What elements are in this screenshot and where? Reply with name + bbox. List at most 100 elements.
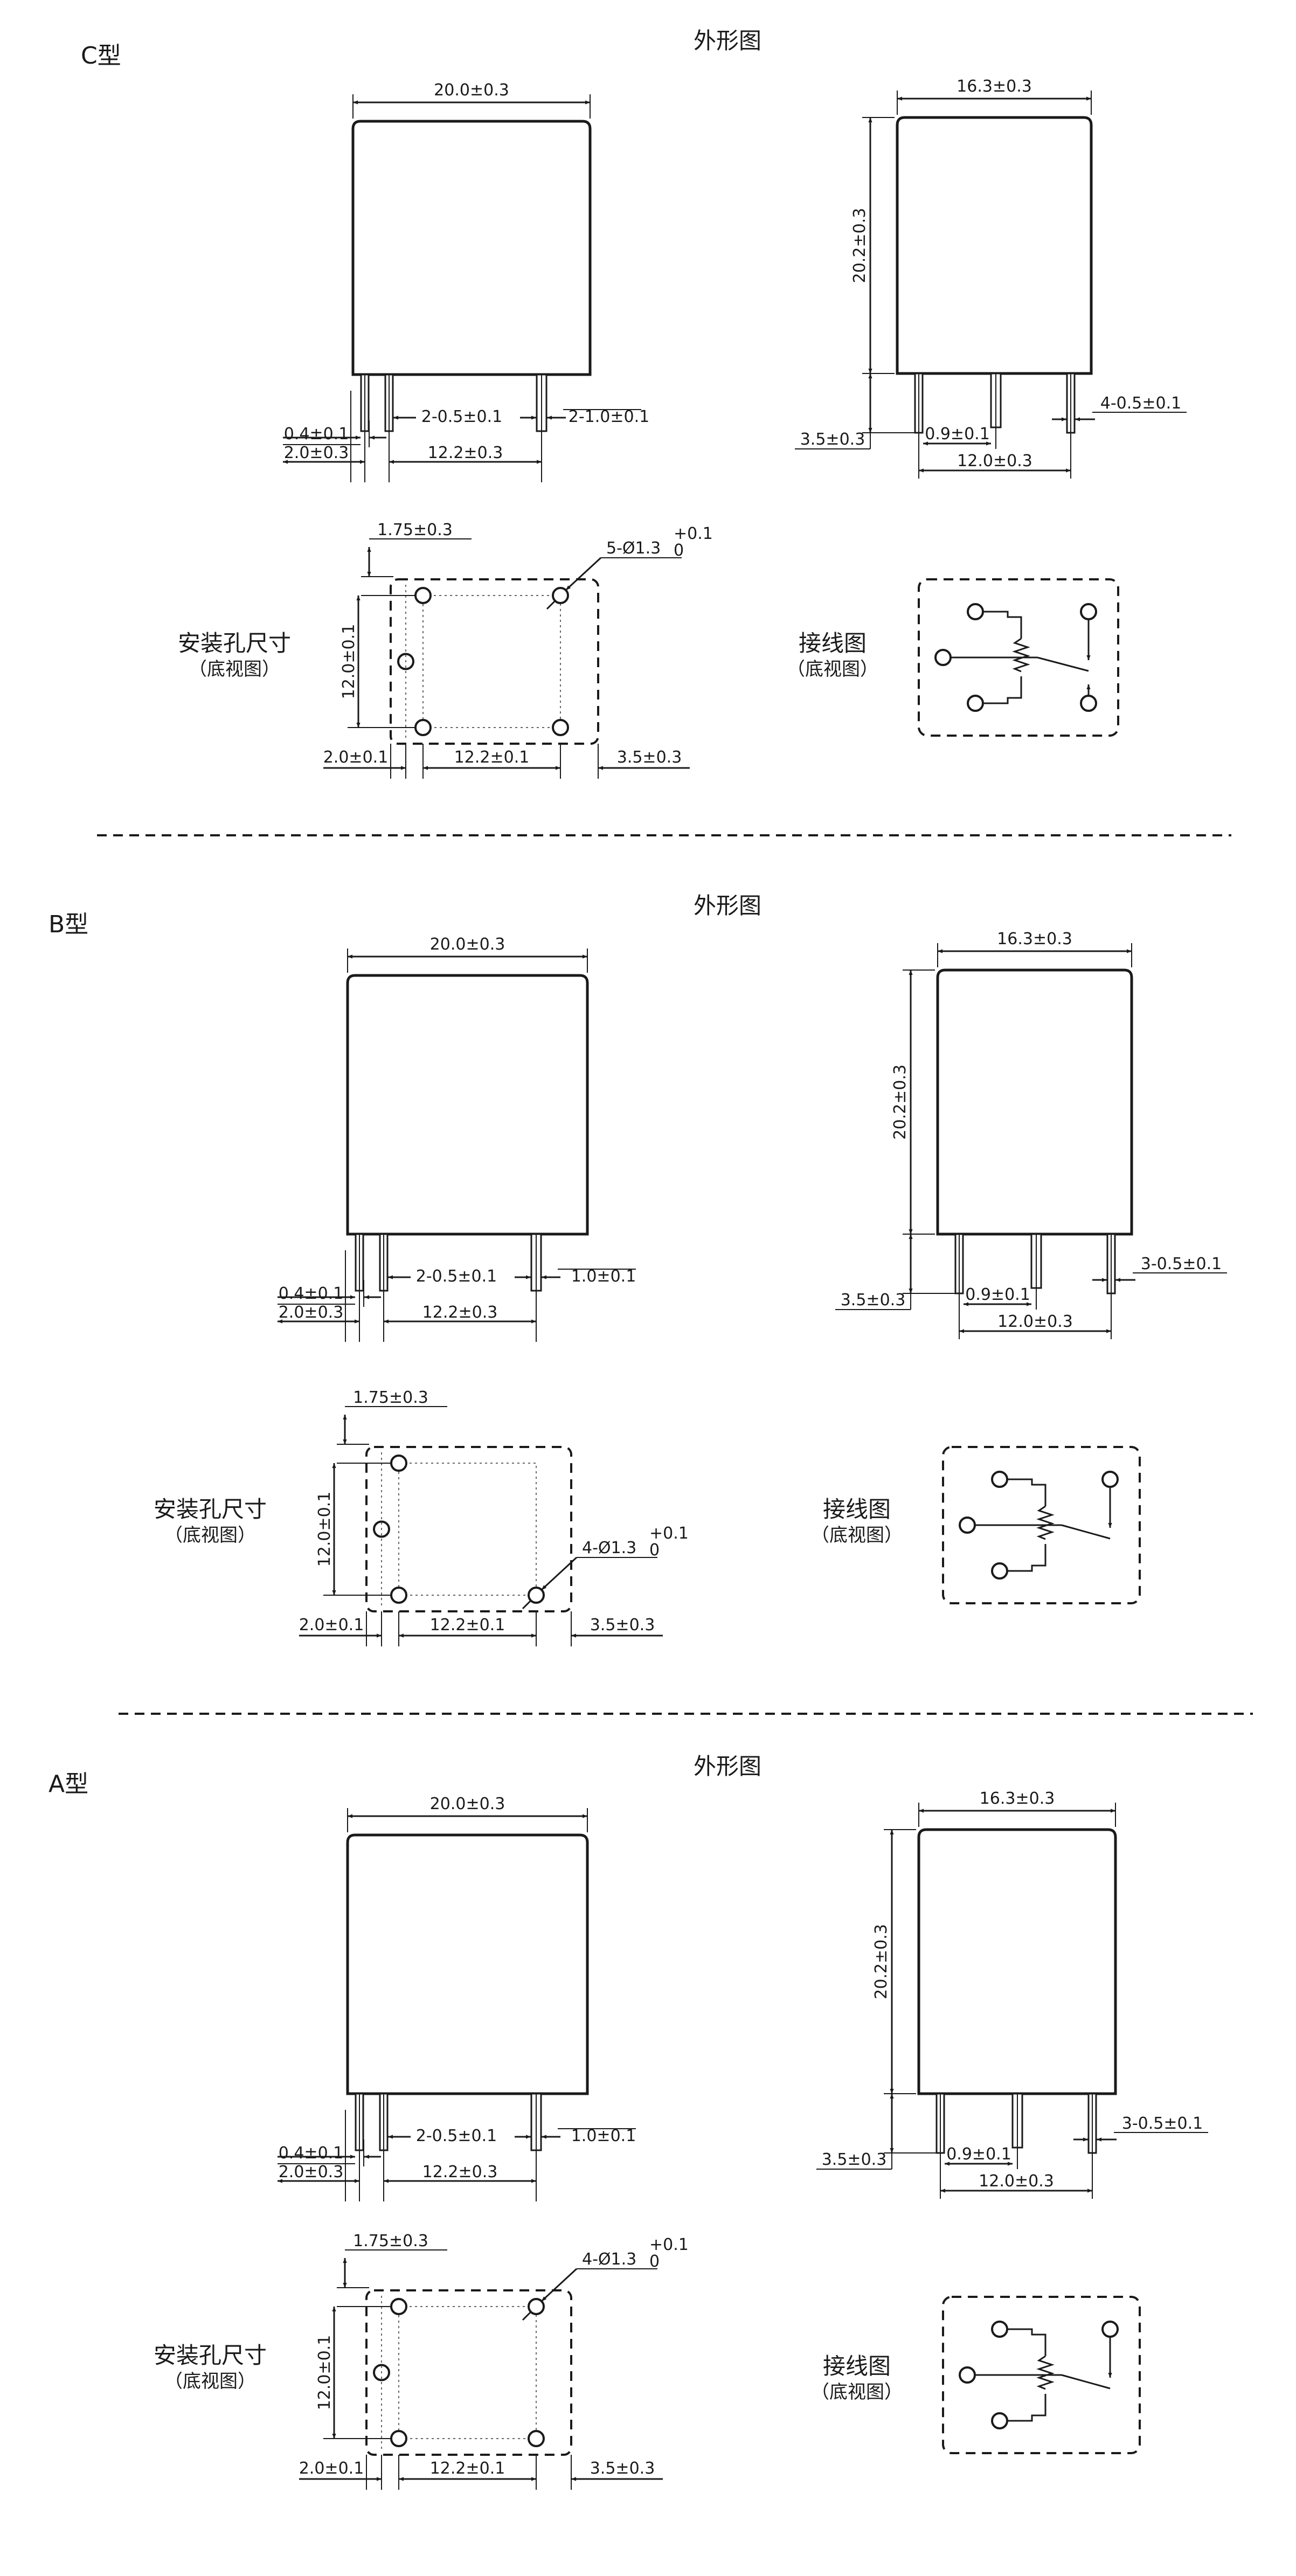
side-pin-width-label: 4-0.5±0.1 (1100, 394, 1181, 413)
mount-outline (365, 1446, 572, 1612)
wiring-subtitle: （底视图） (811, 1525, 903, 1546)
hole-size-label: 5-Ø1.3 (606, 539, 661, 558)
mount-title: 安装孔尺寸 (154, 2342, 267, 2369)
coil-wire (1007, 2394, 1046, 2422)
coil-symbol (1036, 1505, 1055, 1540)
hole-tolerance-upper: +0.1 (649, 1524, 689, 1543)
mount-hole (390, 2298, 407, 2315)
wiring-subtitle: （底视图） (811, 2381, 903, 2403)
pin-span-label: 12.2±0.3 (422, 2163, 498, 2182)
side-pin-height-label: 3.5±0.3 (841, 1291, 906, 1310)
coil-wire (1007, 2328, 1046, 2356)
terminal-circle (959, 2366, 976, 2384)
wiring-title: 接线图 (823, 1496, 891, 1522)
front-width-label: 20.0±0.3 (434, 81, 509, 100)
outline-title: 外形图 (694, 27, 761, 54)
hole-size-label: 4-Ø1.3 (582, 1539, 636, 1557)
side-pin-span-label: 12.0±0.3 (979, 2172, 1054, 2191)
mount-right-offset-label: 3.5±0.3 (590, 1616, 655, 1635)
mount-outline (365, 2289, 572, 2456)
type-label: C型 (81, 42, 121, 70)
hole-leader-tail (522, 1599, 532, 1610)
relay-front-body (351, 120, 592, 376)
hole-tolerance-upper: +0.1 (649, 2235, 689, 2254)
mount-subtitle: （底视图） (164, 2371, 256, 2392)
height-label: 20.2±0.3 (891, 1064, 910, 1140)
coil-symbol (1012, 638, 1030, 673)
terminal-circle (934, 649, 952, 666)
mount-top-offset-label: 1.75±0.3 (353, 1388, 428, 1407)
terminal-circle (959, 1516, 976, 1534)
pin-offset-label: 2.0±0.3 (284, 444, 349, 462)
wiring-title: 接线图 (799, 630, 867, 656)
mount-right-offset-label: 3.5±0.3 (590, 2459, 655, 2478)
hole-tolerance-lower: 0 (674, 541, 684, 560)
terminal-circle (991, 2321, 1008, 2338)
hole-grid (398, 2306, 537, 2439)
hole-tolerance-lower: 0 (649, 1541, 660, 1560)
mount-hole (552, 587, 569, 604)
mount-hole (414, 719, 432, 736)
pin-offset-label: 2.0±0.3 (279, 2163, 344, 2182)
right-pin-width-label: 2-1.0±0.1 (569, 407, 649, 426)
pin-thickness-label: 0.4±0.1 (279, 1284, 344, 1303)
relay-front-body (346, 1833, 589, 2095)
mount-height-label: 12.0±0.1 (339, 624, 358, 700)
mount-hole (528, 1587, 545, 1604)
mount-left-offset-label: 2.0±0.1 (299, 2459, 364, 2478)
mount-title: 安装孔尺寸 (178, 630, 291, 656)
mount-hole (552, 719, 569, 736)
height-label: 20.2±0.3 (872, 1924, 891, 1999)
terminal-circle (1080, 603, 1097, 620)
hole-tolerance-upper: +0.1 (674, 524, 713, 543)
type-label: A型 (48, 1770, 88, 1798)
side-pin-width-label: 3-0.5±0.1 (1122, 2114, 1203, 2133)
right-pin-width-label: 1.0±0.1 (571, 1267, 636, 1286)
pin-width-label: 2-0.5±0.1 (416, 1267, 497, 1286)
wiring-outline (918, 578, 1119, 737)
hole-grid (398, 1463, 537, 1596)
side-pin-span-label: 12.0±0.3 (997, 1312, 1073, 1331)
side-width-label: 16.3±0.3 (997, 930, 1072, 948)
mount-hole (390, 1455, 407, 1472)
hole-leader-arrow (565, 557, 602, 591)
mount-span-label: 12.2±0.1 (430, 1616, 505, 1635)
hole-size-label: 4-Ø1.3 (582, 2250, 636, 2269)
mount-hole (414, 587, 432, 604)
side-pin-span-label: 12.0±0.3 (957, 452, 1032, 470)
terminal-circle (1101, 2321, 1119, 2338)
front-width-label: 20.0±0.3 (430, 1795, 505, 1813)
mount-title: 安装孔尺寸 (154, 1496, 267, 1522)
relay-side-body (936, 968, 1133, 1236)
mount-outline (390, 578, 599, 745)
outline-title: 外形图 (694, 892, 761, 919)
terminal-circle (991, 1562, 1008, 1580)
terminal-circle (1101, 1471, 1119, 1488)
type-label: B型 (48, 911, 88, 938)
front-width-label: 20.0±0.3 (430, 935, 505, 954)
hole-leader-arrow (540, 2268, 578, 2302)
coil-wire (983, 611, 1022, 639)
mount-height-label: 12.0±0.1 (315, 2335, 334, 2411)
hole-leader-tail (546, 600, 556, 610)
outline-title: 外形图 (694, 1753, 761, 1779)
wiring-subtitle: （底视图） (787, 659, 878, 680)
terminal-circle (1080, 695, 1097, 712)
side-width-label: 16.3±0.3 (980, 1789, 1055, 1808)
pin-thickness-label: 0.4±0.1 (279, 2144, 344, 2163)
side-pin-height-label: 3.5±0.3 (822, 2150, 887, 2169)
terminal-circle (991, 1471, 1008, 1488)
pin-width-label: 2-0.5±0.1 (421, 407, 502, 426)
side-width-label: 16.3±0.3 (957, 77, 1032, 96)
side-pin-height-label: 3.5±0.3 (800, 430, 865, 449)
mount-top-offset-label: 1.75±0.3 (353, 2232, 428, 2250)
height-label: 20.2±0.3 (850, 208, 869, 283)
hole-grid (422, 595, 561, 728)
wiring-outline (942, 2296, 1141, 2454)
coil-wire (1007, 1478, 1046, 1506)
